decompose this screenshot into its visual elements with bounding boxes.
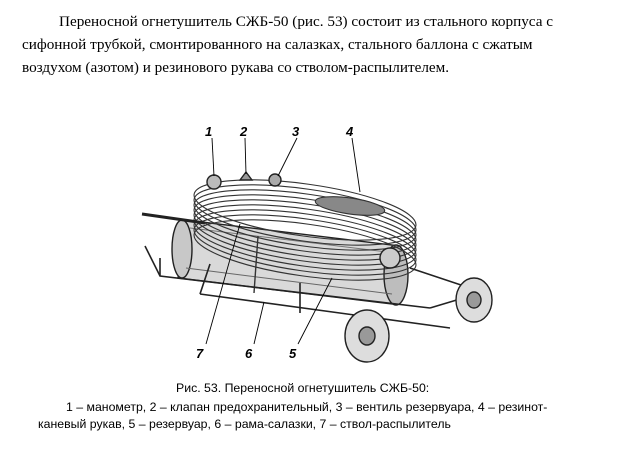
callout-5: 5: [289, 346, 297, 361]
paragraph-line: воздухом (азотом) и резинового рукава со…: [22, 59, 450, 76]
callout-2: 2: [239, 124, 248, 139]
tank-valve: [268, 173, 282, 187]
caption-title: Рис. 53. Переносной огнетушитель СЖБ-50:: [176, 381, 430, 395]
paragraph-line: Переносной огнетушитель СЖБ-50 (рис. 53)…: [59, 13, 554, 30]
hose-coil: [193, 179, 417, 281]
intro-paragraph: Переносной огнетушитель СЖБ-50 (рис. 53)…: [22, 10, 610, 79]
safety-valve: [238, 170, 254, 181]
callout-6: 6: [245, 346, 253, 361]
leader-lines: [205, 137, 361, 345]
callout-3: 3: [292, 124, 300, 139]
pressure-gauge: [206, 174, 222, 190]
caption-legend-line: 1 – манометр, 2 – клапан предохранительн…: [66, 400, 548, 414]
sled-frame: [144, 245, 471, 329]
callout-4: 4: [345, 124, 354, 139]
paragraph-line: сифонной трубкой, смонтированного на сал…: [22, 36, 533, 53]
wheel: [344, 277, 493, 363]
extinguisher-illustration: 1 2 3 4 5 6 7: [141, 124, 493, 363]
callout-7: 7: [196, 346, 204, 361]
spray-nozzle: [141, 212, 206, 225]
caption-legend-line: каневый рукав, 5 – резервуар, 6 – рама-с…: [38, 417, 451, 431]
callout-1: 1: [205, 124, 212, 139]
